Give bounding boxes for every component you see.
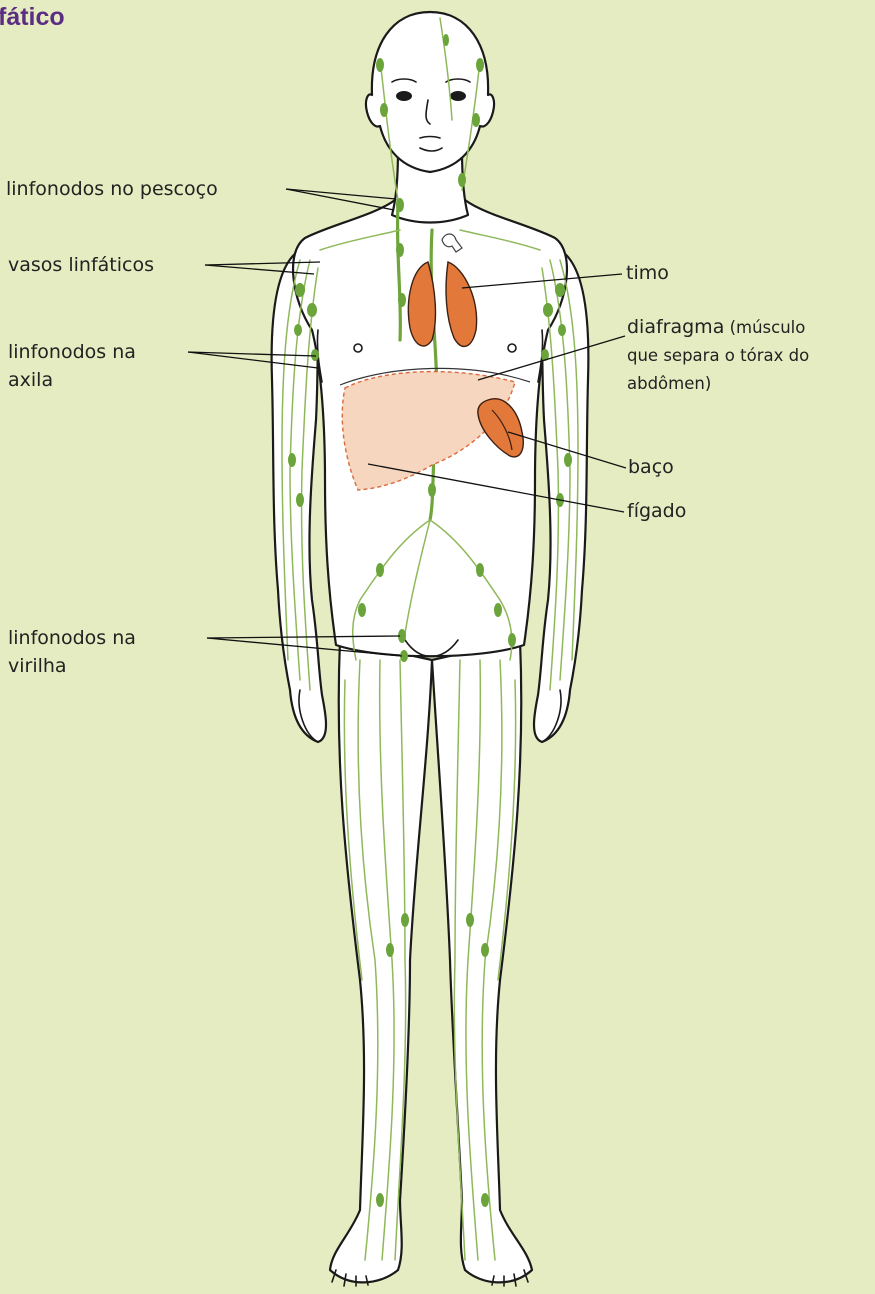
label-diaphragm-note2: que separa o tórax do — [627, 342, 809, 370]
label-groin-line1: linfonodos na — [8, 624, 136, 652]
label-diaphragm-note3: abdômen) — [627, 370, 809, 398]
label-groin-nodes: linfonodos na virilha — [8, 624, 136, 680]
left-leg — [330, 640, 432, 1282]
label-diaphragm-note1: (músculo — [724, 318, 805, 337]
label-axilla-line1: linfonodos na — [8, 338, 136, 366]
label-diaphragm-main: diafragma — [627, 316, 724, 338]
label-neck-lymph-nodes: linfonodos no pescoço — [6, 175, 218, 203]
label-liver: fígado — [627, 497, 686, 525]
label-spleen: baço — [628, 453, 674, 481]
label-diaphragm: diafragma (músculo que separa o tórax do… — [627, 313, 809, 398]
label-axilla-line2: axila — [8, 366, 136, 394]
label-thymus: timo — [626, 259, 669, 287]
label-axilla-nodes: linfonodos na axila — [8, 338, 136, 394]
right-leg — [432, 640, 532, 1282]
label-lymph-vessels: vasos linfáticos — [8, 251, 154, 279]
label-groin-line2: virilha — [8, 652, 136, 680]
head — [366, 12, 494, 172]
